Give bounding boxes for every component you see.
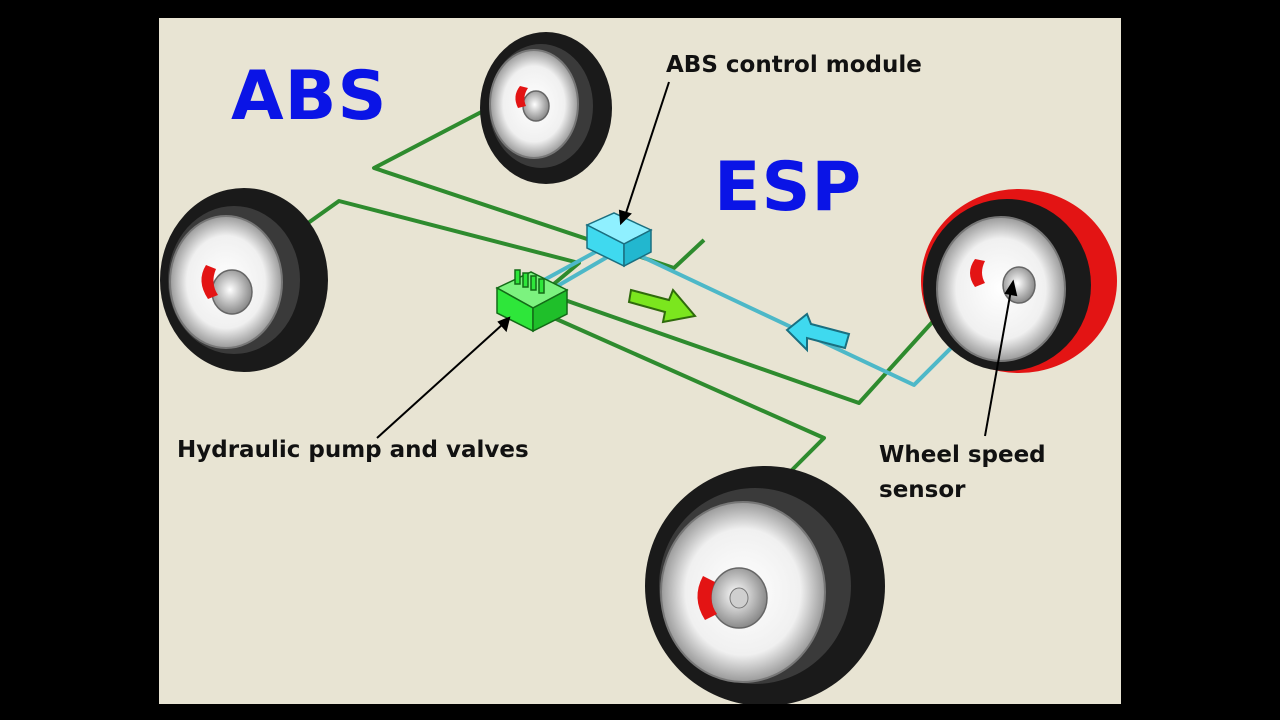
pointer-wheel-sensor	[984, 289, 1012, 437]
hub	[522, 90, 550, 122]
abs-title: ABS	[231, 57, 388, 136]
module-to-pump-line-2	[552, 254, 611, 290]
brake-line-front-left	[372, 106, 706, 270]
arrow-right-icon	[627, 288, 697, 324]
wheel-front-right	[921, 189, 1117, 373]
label-wheel-speed-1: Wheel speed	[879, 442, 1046, 468]
hub	[211, 269, 253, 315]
wheel-rear-left	[160, 188, 328, 372]
pump-valves	[514, 269, 545, 294]
hub	[1002, 266, 1036, 304]
wheel-rear-right	[645, 466, 885, 704]
callout-pointers	[376, 81, 1018, 439]
label-wheel-speed-2: sensor	[879, 477, 966, 503]
diagram-panel: ABS ESP ABS control module Hydraulic pum…	[159, 18, 1121, 704]
esp-title: ESP	[714, 148, 863, 227]
brake-line-rear-right	[553, 316, 826, 475]
abs-control-module	[585, 212, 653, 268]
hydraulic-pump	[495, 269, 569, 333]
module-to-pump-line	[543, 248, 600, 282]
pump-side	[532, 288, 568, 333]
module-side	[623, 228, 652, 268]
brake-caliper	[201, 265, 218, 299]
label-control-module: ABS control module	[666, 52, 922, 78]
brake-caliper	[515, 86, 528, 108]
brake-caliper	[697, 576, 717, 620]
rim	[936, 216, 1066, 362]
brake-caliper	[970, 259, 985, 287]
label-pump-valves: Hydraulic pump and valves	[177, 437, 529, 463]
brake-line-rear-left	[292, 199, 581, 290]
hub-center	[729, 587, 749, 609]
abs-esp-diagram	[160, 32, 1117, 704]
pointer-pump	[376, 323, 504, 439]
pointer-control-module	[624, 81, 670, 217]
wheel-front-left	[480, 32, 612, 184]
arrow-left-icon	[785, 312, 851, 353]
